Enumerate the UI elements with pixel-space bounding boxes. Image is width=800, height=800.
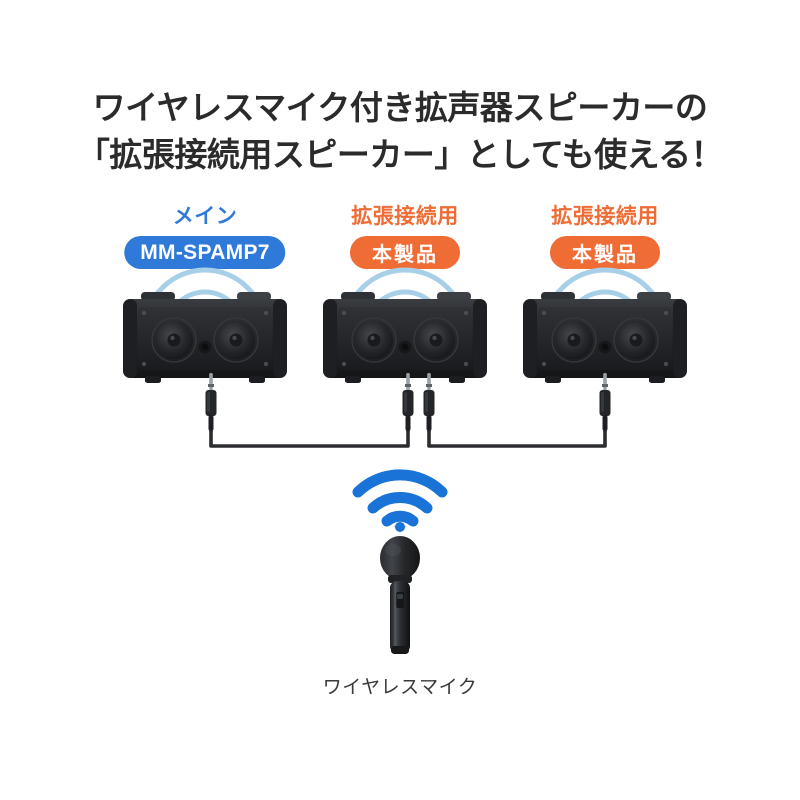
speaker-model-badge: 本製品 [350, 236, 460, 269]
speaker-model-badge: MM-SPAMP7 [124, 236, 286, 269]
phone-plug-icon [599, 373, 611, 431]
audio-cable-icon [0, 368, 800, 478]
phone-plug-icon [205, 373, 217, 431]
microphone-label: ワイヤレスマイク [322, 677, 478, 698]
page-title-line-1: ワイヤレスマイク付き拡声器スピーカーの [92, 89, 708, 126]
wifi-icon [348, 458, 452, 532]
speaker-unit-expansion-1: 拡張接続用 本製品 [305, 200, 505, 400]
speaker-icon [119, 290, 291, 388]
phone-plug-icon [423, 373, 435, 431]
speaker-icon [319, 290, 491, 388]
speaker-unit-main: メイン MM-SPAMP7 [105, 200, 305, 400]
speaker-role-label: メイン [172, 205, 238, 228]
speaker-role-label: 拡張接続用 [351, 205, 459, 228]
handheld-microphone-icon [366, 534, 434, 656]
speaker-unit-expansion-2: 拡張接続用 本製品 [505, 200, 705, 400]
speaker-role-label: 拡張接続用 [551, 205, 659, 228]
speaker-icon [519, 290, 691, 388]
speaker-model-badge: 本製品 [550, 236, 660, 269]
phone-plug-icon [402, 373, 414, 431]
page-title-line-2: 「拡張接続用スピーカー」としても使える！ [76, 136, 724, 173]
page-title: ワイヤレスマイク付き拡声器スピーカーの 「拡張接続用スピーカー」としても使える！ [0, 84, 800, 178]
